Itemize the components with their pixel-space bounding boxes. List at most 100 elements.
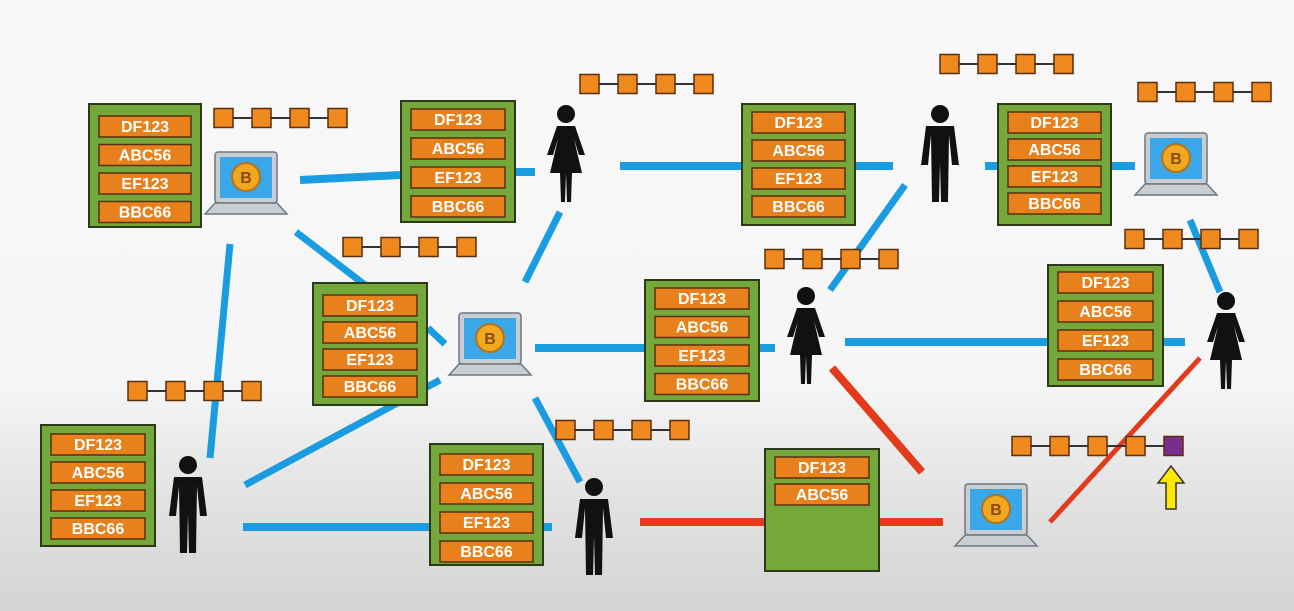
ledger-entry-label: BBC66 <box>1028 196 1081 213</box>
chain-block <box>1087 435 1108 457</box>
chain-block <box>655 73 676 95</box>
ledger-entry <box>98 200 192 224</box>
ledger-entry <box>654 287 750 310</box>
laptop-bitcoin-icon: B <box>953 483 1039 547</box>
ledger-entry-label: DF123 <box>774 115 822 132</box>
ledger-entry-label: ABC56 <box>72 465 125 482</box>
chain-block <box>1213 81 1234 103</box>
ledger-entry-label: EF123 <box>346 352 393 369</box>
blockchain-chains <box>127 53 1272 457</box>
ledger-entry <box>322 348 418 371</box>
ledger-boxes: DF123ABC56EF123BBC66DF123ABC56EF123BBC66… <box>40 100 1164 572</box>
ledger-entry-label: BBC66 <box>676 377 729 394</box>
person-icon <box>575 478 613 575</box>
ledger-entry <box>98 172 192 195</box>
person-icon <box>547 105 585 202</box>
link-line-blue <box>206 243 234 459</box>
ledger-entry <box>774 483 870 506</box>
ledger-entry <box>410 108 506 131</box>
link-line-blue <box>299 171 401 184</box>
chain-block <box>380 236 401 258</box>
chain-block <box>631 419 652 441</box>
ledger-entry-label: ABC56 <box>432 141 485 158</box>
blockchain-icon <box>213 107 348 129</box>
coin-symbol: B <box>484 331 496 348</box>
chain-block <box>764 248 785 270</box>
network-links <box>206 162 1224 531</box>
ledger-entry-label: ABC56 <box>676 320 729 337</box>
bitcoin-coin <box>981 494 1011 524</box>
chain-block <box>802 248 823 270</box>
ledger-entry-label: DF123 <box>462 457 510 474</box>
ledger-entry <box>439 540 534 563</box>
ledger-entry-label: BBC66 <box>72 521 125 538</box>
chain-block <box>1238 228 1259 250</box>
ledger-entry-label: EF123 <box>463 515 510 532</box>
chain-block <box>203 380 224 402</box>
chain-block <box>327 107 348 129</box>
chain-block <box>939 53 960 75</box>
ledger-entry <box>1057 358 1154 381</box>
ledger-entry <box>439 482 534 505</box>
ledger-entry <box>98 143 192 167</box>
up-arrow-icon <box>1156 464 1186 510</box>
chain-block <box>165 380 186 402</box>
ledger-entry-label: ABC56 <box>1028 142 1081 159</box>
ledger-entry-label: DF123 <box>798 460 846 477</box>
ledger-entry <box>1057 271 1154 294</box>
blockchain-icon <box>555 419 690 441</box>
ledger-entry-label: DF123 <box>1081 275 1129 292</box>
chain-block <box>127 380 148 402</box>
ledger-entry <box>654 344 750 367</box>
bitcoin-coin <box>231 162 261 192</box>
ledger-entry <box>322 375 418 398</box>
ledger-entry-label: BBC66 <box>344 379 397 396</box>
chain-block <box>593 419 614 441</box>
ledger-entry-label: EF123 <box>1082 333 1129 350</box>
ledger-entry <box>654 315 750 339</box>
ledger-entry-label: ABC56 <box>772 143 825 160</box>
ledger-entry-label: EF123 <box>1031 169 1078 186</box>
blockchain-icon <box>939 53 1074 75</box>
chain-block <box>1011 435 1032 457</box>
ledger-entry <box>322 321 418 344</box>
new-block <box>1163 435 1184 457</box>
person-icon <box>169 456 207 553</box>
ledger-entry <box>751 167 846 190</box>
chain-block <box>977 53 998 75</box>
coin-symbol: B <box>240 170 252 187</box>
ledger-entry <box>1007 138 1102 161</box>
chain-block <box>1162 228 1183 250</box>
ledger-entry <box>322 294 418 317</box>
chain-block <box>342 236 363 258</box>
ledger-entry <box>1057 300 1154 323</box>
chain-block <box>555 419 576 441</box>
ledger-entry-label: EF123 <box>121 176 168 193</box>
ledger-entry <box>1007 111 1102 134</box>
chain-block <box>456 236 477 258</box>
ledger-entry-label: DF123 <box>346 298 394 315</box>
blockchain-icon <box>1124 228 1259 250</box>
ledger-entry-label: DF123 <box>434 112 482 129</box>
ledger-entry-label: DF123 <box>1030 115 1078 132</box>
ledger-entry-label: BBC66 <box>432 199 485 216</box>
blockchain-icon <box>1011 435 1184 457</box>
ledger-entry-label: EF123 <box>775 171 822 188</box>
ledger-entry <box>751 139 846 162</box>
chain-block <box>617 73 638 95</box>
ledger-entry <box>751 111 846 134</box>
link-line-blue <box>827 182 908 293</box>
ledger-entry <box>439 511 534 534</box>
blockchain-icon <box>127 380 262 402</box>
ledger-entry-label: DF123 <box>121 119 169 136</box>
chain-block <box>878 248 899 270</box>
ledger-entry-label: ABC56 <box>460 486 513 503</box>
blockchain-icon <box>764 248 899 270</box>
ledger-entry-label: ABC56 <box>344 325 397 342</box>
ledger-entry-label: DF123 <box>678 291 726 308</box>
ledger-entry <box>410 195 506 218</box>
